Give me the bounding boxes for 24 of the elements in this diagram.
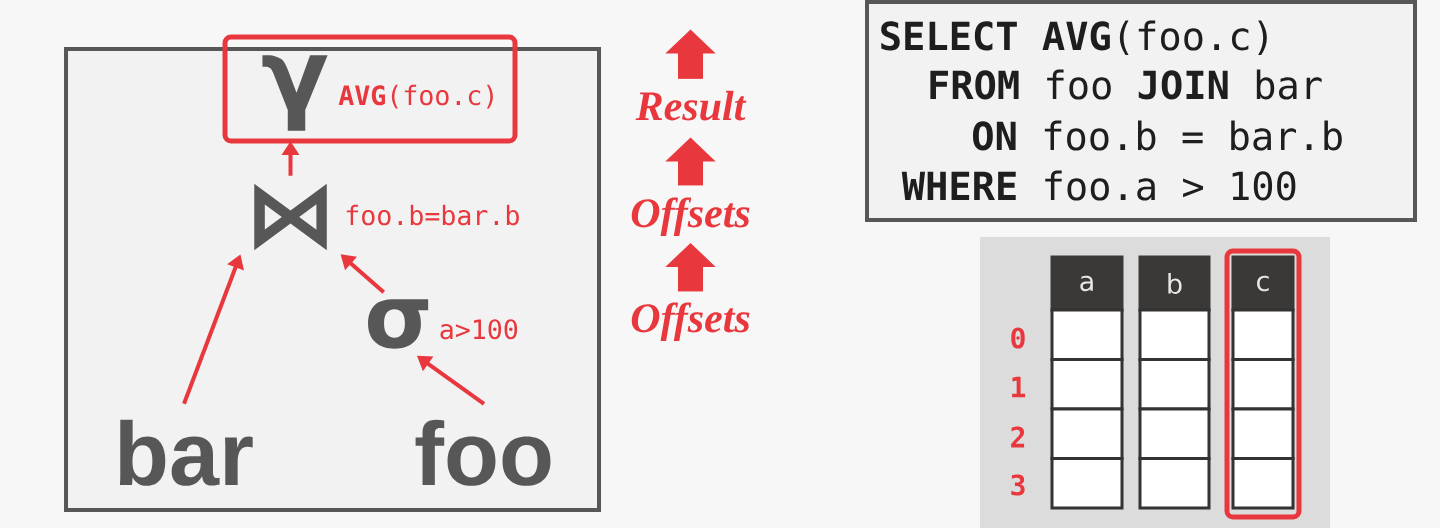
table-name: foo <box>415 419 551 486</box>
code-line: SELECT AVG(foo.c) <box>881 20 1267 56</box>
step-label: Offsets <box>631 302 750 341</box>
column-header: a <box>1050 255 1124 312</box>
gamma-symbol: γ <box>262 55 328 131</box>
row-number: 3 <box>1011 474 1025 496</box>
plan-panel <box>64 47 601 512</box>
step-label: Result <box>635 90 747 121</box>
row-number: 0 <box>1011 327 1025 349</box>
code-line: WHERE foo.a > 100 <box>901 170 1296 201</box>
condition-label: foo.b=bar.b <box>346 204 519 226</box>
aggregate-label: AVG(foo.c) <box>338 84 493 109</box>
column-header: b <box>1138 255 1211 312</box>
sigma-symbol: σ <box>368 299 429 349</box>
step-label: Offsets <box>631 197 750 236</box>
condition-label: a>100 <box>440 319 518 340</box>
code-line: ON foo.b = bar.b <box>973 120 1342 151</box>
highlight-box <box>1224 248 1302 520</box>
row-number: 1 <box>1012 376 1026 398</box>
bowtie-symbol: ⋈ <box>254 183 327 251</box>
table-name: bar <box>119 419 253 486</box>
column-header: c <box>1231 255 1295 312</box>
code-line: FROM foo JOIN bar <box>930 69 1322 100</box>
row-number: 2 <box>1011 426 1025 448</box>
